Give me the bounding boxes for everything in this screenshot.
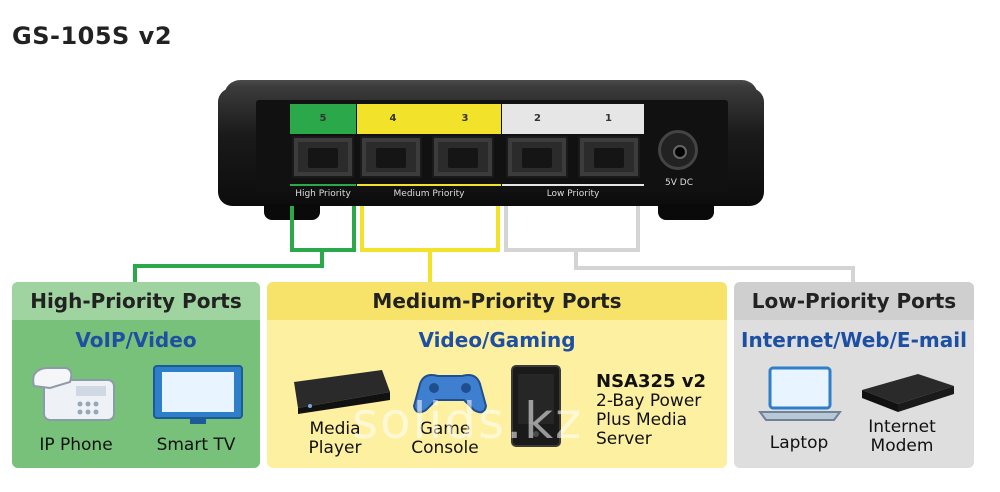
smart-tv-icon <box>153 365 243 424</box>
port-number-3: 3 <box>461 113 469 124</box>
label-laptop: Laptop <box>769 433 829 453</box>
device-foot-right <box>658 204 714 220</box>
nsa-desc-line2: Plus Media <box>596 410 688 430</box>
port-number-5: 5 <box>319 113 327 124</box>
label-game-console-line2: Console <box>411 438 479 458</box>
modem-icon <box>862 374 954 412</box>
port-block-low: 2 1 <box>502 104 644 134</box>
port-number-1: 1 <box>605 113 612 124</box>
panel-medium-priority: Medium-Priority Ports Video/Gaming <box>267 282 727 468</box>
page-title: GS-105S v2 <box>12 22 173 50</box>
panel-low-header: Low-Priority Ports <box>734 282 974 320</box>
port-number-4: 4 <box>389 113 397 124</box>
label-high-priority: High Priority <box>290 184 356 200</box>
media-player-icon <box>294 370 390 414</box>
label-media-player: Media Player <box>290 420 380 458</box>
ethernet-port-5[interactable] <box>292 136 354 178</box>
label-media-player-line2: Player <box>308 438 362 458</box>
nsa-description: NSA325 v2 2-Bay Power Plus Media Server <box>596 372 706 449</box>
port-number-2: 2 <box>534 113 541 124</box>
panel-high-subtitle: VoIP/Video <box>75 328 197 352</box>
panel-medium-header: Medium-Priority Ports <box>267 282 727 320</box>
panel-low-subtitle: Internet/Web/E-mail <box>741 328 967 352</box>
phone-icon <box>32 367 115 421</box>
label-internet-modem-line2: Modem <box>870 436 934 456</box>
nsa-name: NSA325 v2 <box>596 371 707 392</box>
line-medium <box>360 206 500 284</box>
nas-server-icon <box>511 365 561 447</box>
label-game-console: Game Console <box>400 420 490 458</box>
label-game-console-line1: Game <box>419 419 471 439</box>
port-block-medium: 4 3 <box>357 104 501 134</box>
label-ip-phone: IP Phone <box>39 435 113 455</box>
ethernet-port-3[interactable] <box>432 136 494 178</box>
ethernet-port-4[interactable] <box>360 136 422 178</box>
line-high <box>133 206 356 284</box>
label-low-priority: Low Priority <box>502 184 644 200</box>
nsa-desc-line3: Server <box>596 429 652 449</box>
label-internet-modem-line1: Internet <box>868 417 936 437</box>
nsa-desc-line1: 2-Bay Power <box>596 391 702 411</box>
label-smart-tv: Smart TV <box>156 435 236 455</box>
laptop-icon <box>758 366 842 421</box>
watermark: solids.kz <box>352 392 584 450</box>
power-jack[interactable] <box>658 130 698 170</box>
panel-medium-subtitle: Video/Gaming <box>418 328 576 352</box>
panel-low-priority: Low-Priority Ports Internet/Web/E-mail <box>734 282 974 468</box>
ethernet-port-1[interactable] <box>578 136 640 178</box>
label-media-player-line1: Media <box>309 419 361 439</box>
panel-high-header: High-Priority Ports <box>12 282 260 320</box>
ethernet-port-2[interactable] <box>506 136 568 178</box>
power-label: 5V DC <box>665 178 693 188</box>
line-low <box>504 206 855 284</box>
label-medium-priority: Medium Priority <box>357 184 501 200</box>
switch-device: 5 4 3 2 1 High Priority Medium Priority … <box>218 80 764 222</box>
label-internet-modem: Internet Modem <box>852 418 952 456</box>
game-controller-icon <box>412 374 488 414</box>
port-block-high: 5 <box>290 104 356 134</box>
